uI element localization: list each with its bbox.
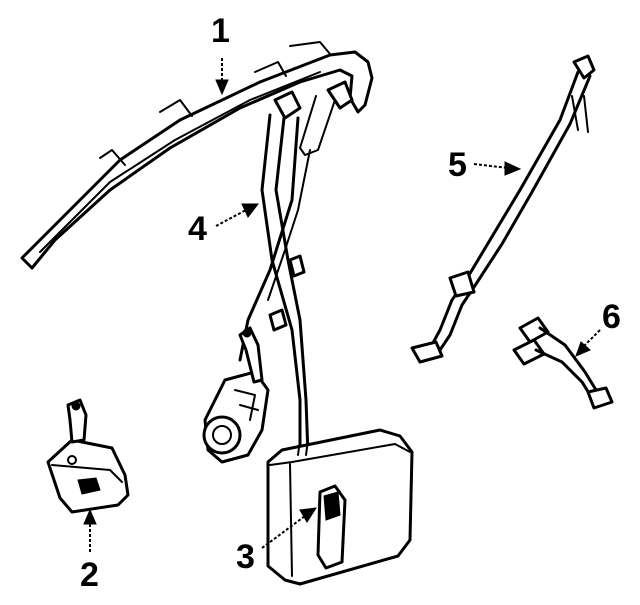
part-2-buckle	[46, 398, 130, 514]
part-1-roof-rail	[20, 41, 374, 270]
callout-2: 2	[80, 556, 99, 594]
leader-lines	[83, 58, 601, 552]
callout-3: 3	[236, 538, 255, 576]
part-3-control-module	[266, 428, 414, 586]
callout-6: 6	[602, 298, 621, 336]
part-4-belt-assembly	[202, 80, 354, 464]
part-5-belt-webbing	[410, 54, 596, 364]
callout-4: 4	[188, 210, 207, 248]
part-6-wire-harness	[512, 316, 614, 410]
callout-1: 1	[211, 12, 230, 50]
callout-5: 5	[448, 146, 467, 184]
